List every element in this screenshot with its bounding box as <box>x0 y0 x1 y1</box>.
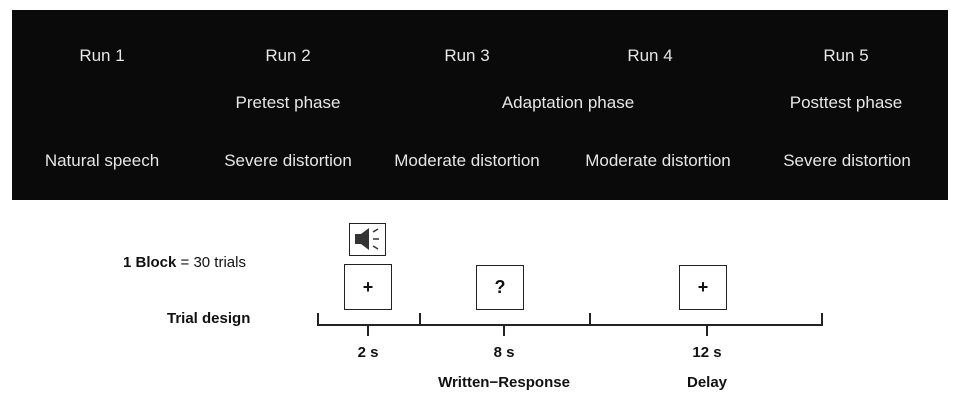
run-5-condition: Severe distortion <box>783 151 911 170</box>
run-2-condition: Severe distortion <box>224 151 352 170</box>
duration-2: 8 s <box>493 344 515 361</box>
fixation-box-2: + <box>679 265 727 310</box>
duration-3: 12 s <box>692 344 722 361</box>
run-overview-panel <box>12 10 948 200</box>
bracket-2 <box>420 313 591 326</box>
pretest-phase-label: Pretest phase <box>235 93 341 112</box>
duration-1: 2 s <box>357 344 379 361</box>
run-5-label: Run 5 <box>823 46 869 65</box>
delay-label: Delay <box>686 374 728 391</box>
run-4-label: Run 4 <box>627 46 673 65</box>
bracket-1 <box>317 313 421 326</box>
written-response-label: Written−Response <box>438 374 570 391</box>
run-4-condition: Moderate distortion <box>585 151 731 170</box>
fixation-box-1: + <box>344 264 392 310</box>
run-1-label: Run 1 <box>79 46 125 65</box>
run-3-label: Run 3 <box>444 46 490 65</box>
run-3-condition: Moderate distortion <box>394 151 540 170</box>
trial-design-label: Trial design <box>167 310 251 327</box>
bracket-3 <box>590 313 823 326</box>
posttest-phase-label: Posttest phase <box>789 93 903 112</box>
question-box: ? <box>476 265 524 310</box>
run-1-condition: Natural speech <box>44 151 160 170</box>
block-count: 1 Block <box>123 254 177 271</box>
run-2-label: Run 2 <box>265 46 311 65</box>
block-trials: = 30 trials <box>176 254 246 271</box>
adaptation-phase-label: Adaptation phase <box>501 93 635 112</box>
speaker-icon <box>349 223 386 256</box>
block-label: 1 Block = 30 trials <box>123 254 246 271</box>
